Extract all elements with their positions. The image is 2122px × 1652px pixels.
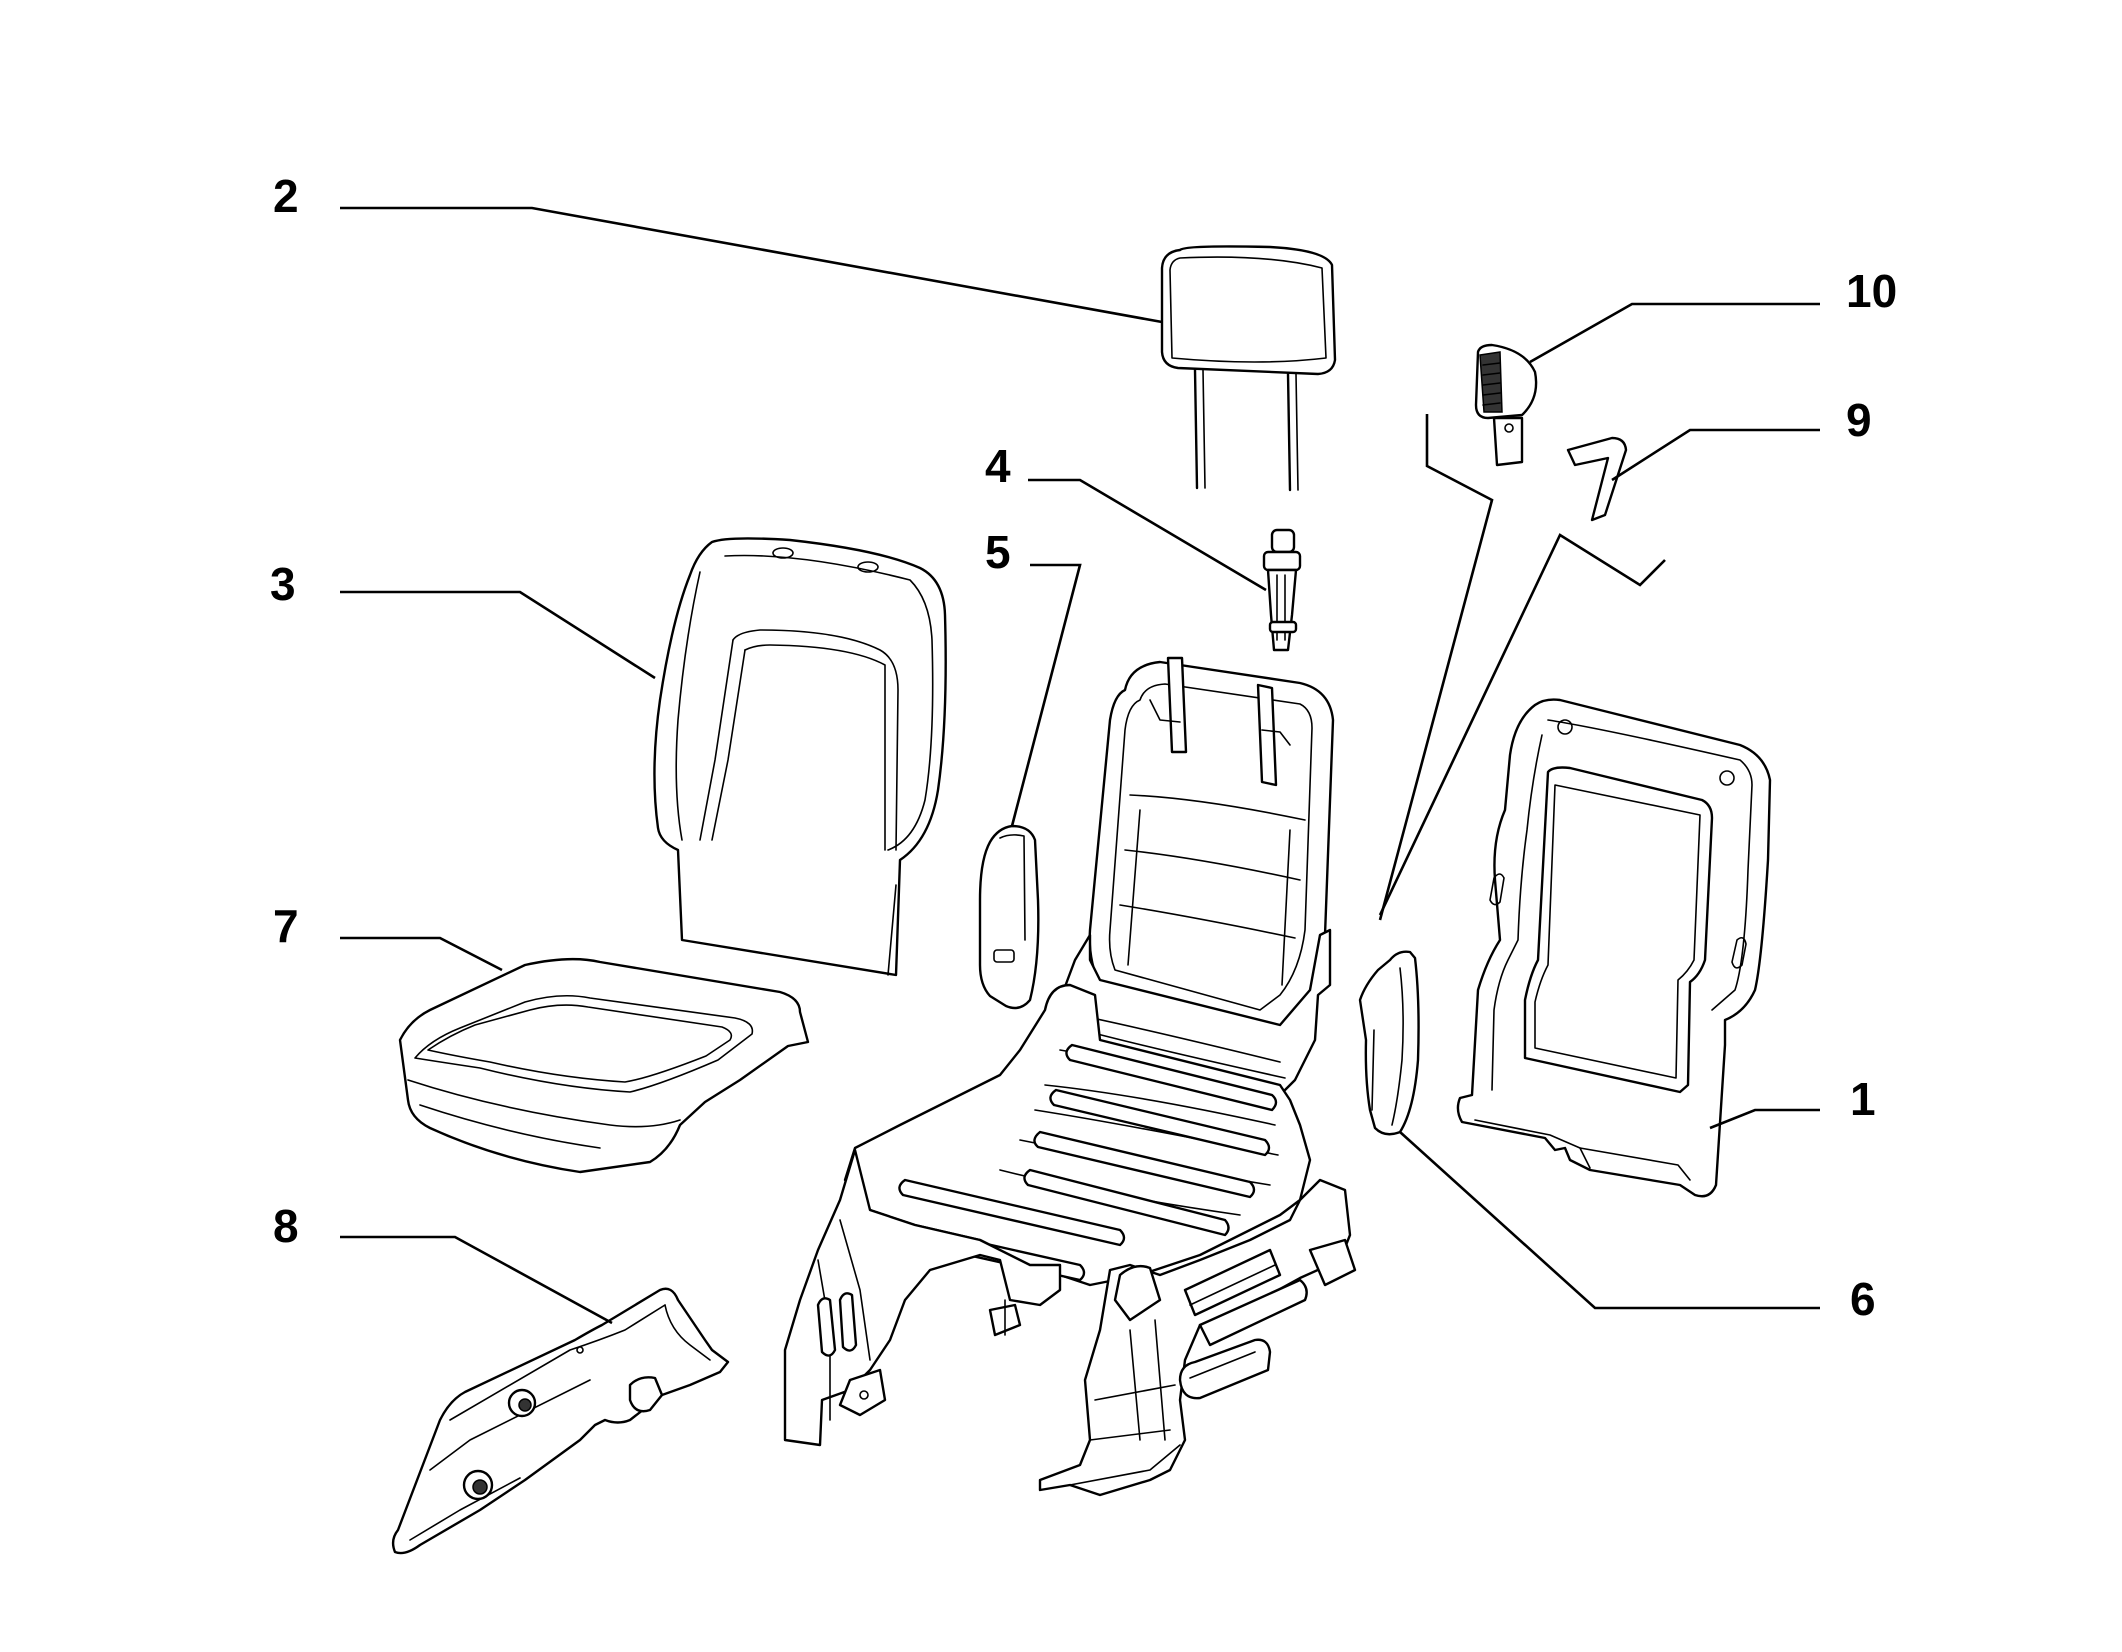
part-9-lever-pin[interactable] — [1566, 436, 1628, 522]
leader-9 — [1611, 428, 1820, 482]
callout-7: 7 — [273, 900, 299, 952]
part-2-headrest[interactable] — [1160, 245, 1337, 492]
part-8-side-rail[interactable] — [391, 1287, 730, 1555]
callout-2: 2 — [273, 170, 299, 222]
part-5-side-trim-left[interactable] — [978, 824, 1040, 1010]
guide-line-a — [1378, 414, 1494, 921]
leader-1 — [1709, 1108, 1820, 1130]
leader-lines — [340, 206, 1820, 1325]
callout-3: 3 — [270, 558, 296, 610]
leader-10 — [1529, 302, 1820, 364]
callout-4: 4 — [985, 440, 1011, 492]
part-7-seat-cushion-cover[interactable] — [398, 957, 810, 1174]
part-10-recliner-handle[interactable] — [1474, 343, 1538, 467]
seat-frame-assembly — [783, 656, 1357, 1497]
part-4-headrest-guide[interactable] — [1262, 528, 1302, 652]
leader-5 — [1010, 563, 1082, 827]
part-6-side-trim-right[interactable] — [1358, 950, 1420, 1136]
callout-10: 10 — [1846, 265, 1897, 317]
callout-5: 5 — [985, 526, 1011, 578]
callout-9: 9 — [1846, 394, 1872, 446]
leader-8 — [340, 1235, 613, 1325]
callout-6: 6 — [1850, 1273, 1876, 1325]
leader-7 — [340, 936, 503, 972]
callout-1: 1 — [1850, 1073, 1876, 1125]
part-1-back-panel[interactable] — [1456, 698, 1772, 1198]
callout-8: 8 — [273, 1200, 299, 1252]
leader-3 — [340, 590, 656, 680]
part-3-backrest-cover[interactable] — [653, 537, 947, 977]
leader-4 — [1028, 478, 1267, 592]
leader-6 — [1399, 1131, 1820, 1310]
guide-line-b — [1378, 533, 1666, 916]
leader-2 — [340, 206, 1163, 324]
callout-numbers: 2 3 4 5 7 8 10 9 1 6 — [270, 170, 1897, 1325]
